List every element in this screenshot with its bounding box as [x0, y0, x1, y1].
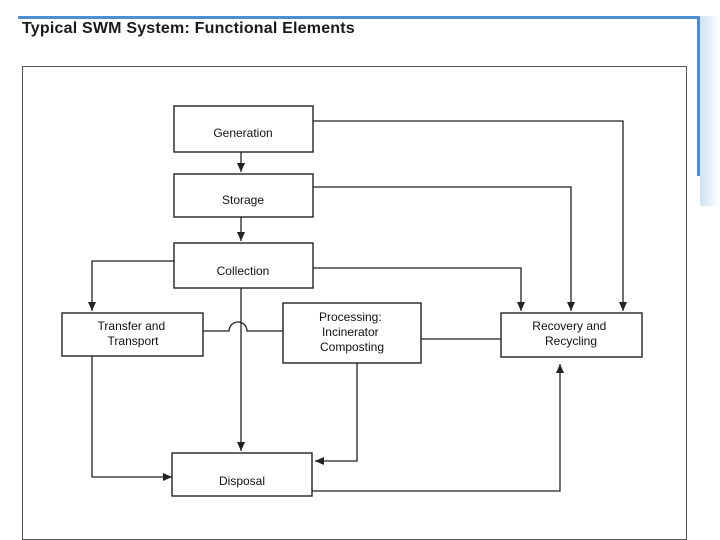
node-recovery-label-line2: Recycling [545, 334, 597, 348]
edge-transfer-disposal [91, 356, 172, 481]
edges [88, 120, 627, 492]
node-storage: Storage [173, 173, 314, 218]
node-storage-box [173, 173, 314, 218]
node-processing: Processing: Incinerator Composting [282, 302, 422, 364]
node-collection: Collection [173, 242, 314, 289]
node-generation: Generation [173, 105, 314, 153]
node-transfer-box [61, 312, 204, 357]
right-accent-rule [697, 16, 700, 176]
right-accent-band [700, 16, 720, 206]
node-processing-label-line2: Incinerator [322, 325, 379, 339]
svg-text:Generation: Generation [213, 126, 272, 140]
node-transfer-label-line1: Transfer and [98, 319, 166, 333]
node-processing-box [282, 302, 422, 364]
node-recovery: Recovery and Recycling [500, 312, 643, 358]
svg-text:Collection: Collection [217, 264, 270, 278]
svg-text:Recovery and Recycling: Recovery and Recycling [532, 319, 609, 348]
slide-title: Typical SWM System: Functional Elements [22, 20, 355, 37]
header-rule [18, 16, 700, 19]
node-processing-label-line3: Composting [320, 340, 384, 354]
node-storage-label: Storage [222, 193, 264, 207]
edge-storage-recovery [313, 186, 575, 311]
svg-text:Processing: Incinerator: Processing: Incinerator Composting [319, 310, 385, 354]
svg-text:Disposal: Disposal [219, 474, 265, 488]
node-collection-box [173, 242, 314, 289]
node-processing-label-line1: Processing: [319, 310, 382, 324]
node-disposal-box [171, 452, 313, 497]
node-recovery-label-line1: Recovery and [532, 319, 606, 333]
edge-generation-recovery [313, 120, 627, 311]
node-transfer-label-line2: Transport [108, 334, 160, 348]
edge-collection-recovery [313, 267, 525, 311]
node-disposal: Disposal [171, 452, 313, 497]
edge-disposal-recovery [312, 364, 564, 492]
node-recovery-box [500, 312, 643, 358]
svg-text:Transfer and Transport: Transfer and Transport [98, 319, 169, 348]
edge-processing-disposal [315, 363, 358, 465]
edge-collection-transfer [88, 260, 174, 311]
node-collection-label: Collection [217, 264, 270, 278]
node-generation-label: Generation [213, 126, 272, 140]
node-generation-box [173, 105, 314, 153]
node-disposal-label: Disposal [219, 474, 265, 488]
edge-transfer-processing [203, 321, 283, 332]
svg-text:Storage: Storage [222, 193, 264, 207]
node-transfer: Transfer and Transport [61, 312, 204, 357]
